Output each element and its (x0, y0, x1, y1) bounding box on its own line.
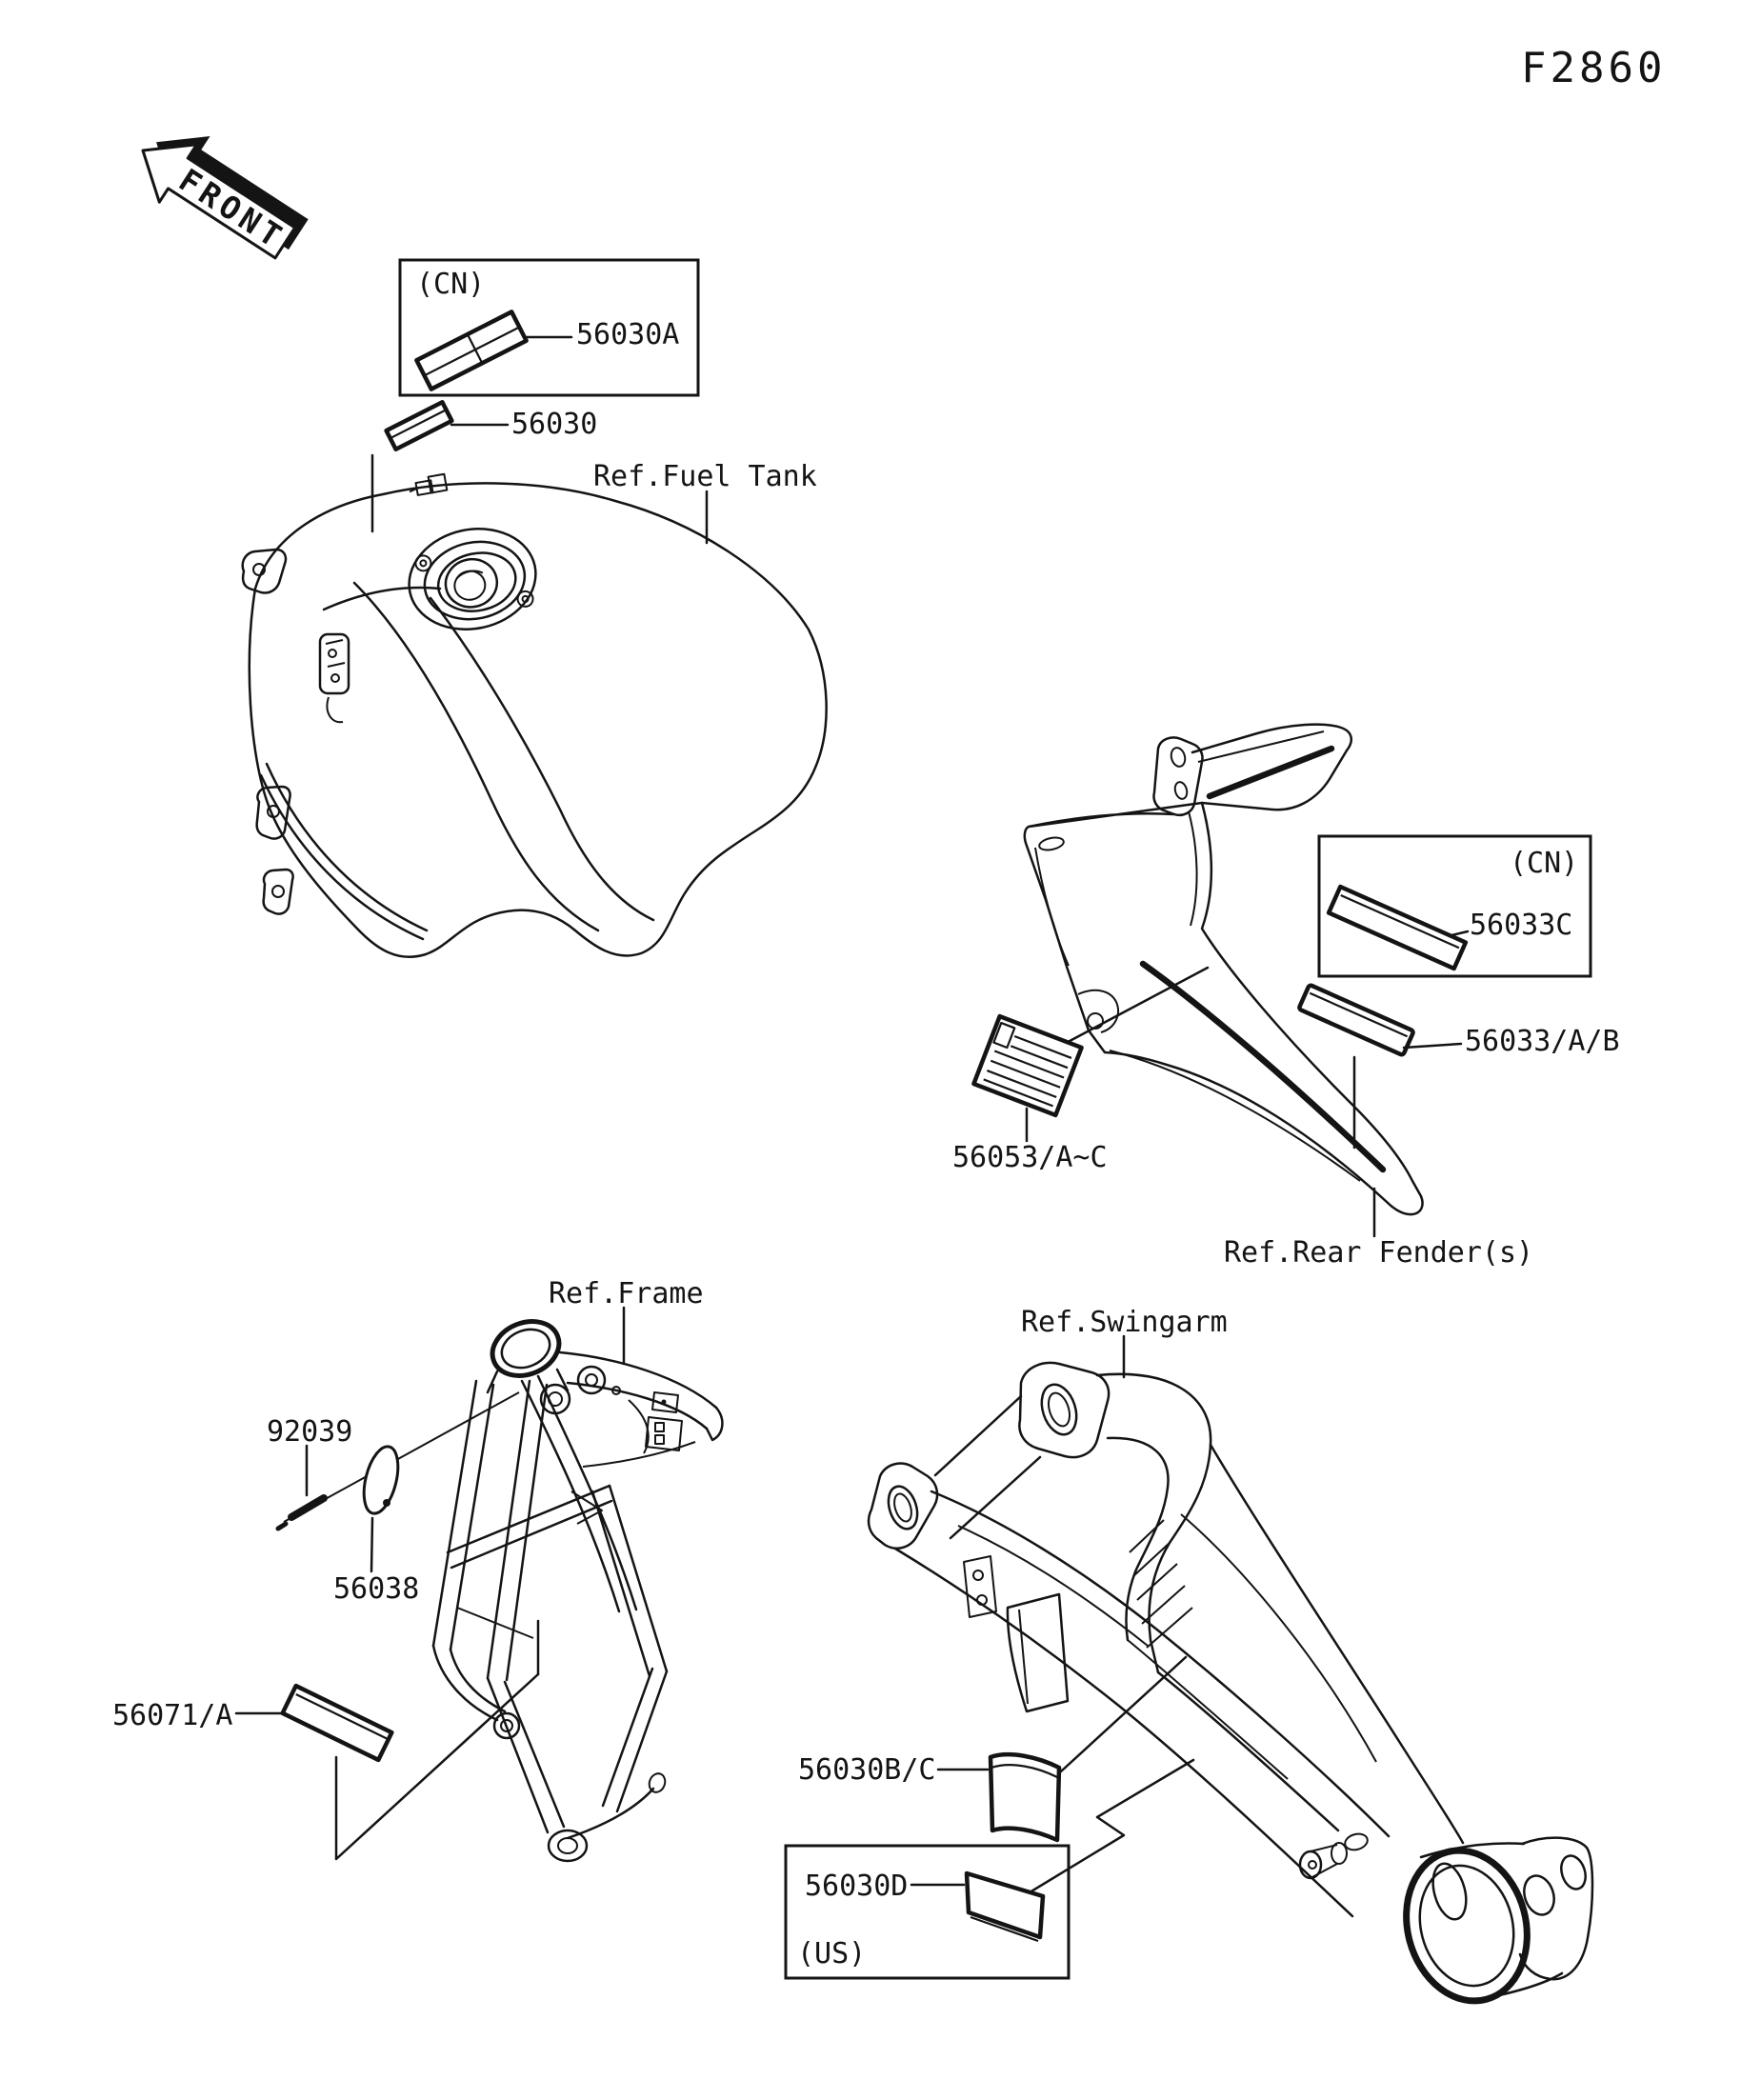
label-sticker-56030a (414, 310, 529, 391)
rear-fender-cn-box: (CN) 56033C (1317, 834, 1592, 978)
ref-fuel-tank-label: Ref.Fuel Tank (593, 460, 817, 493)
fuel-tank-drawing (241, 472, 828, 959)
label-sticker-56071a-group: 56071/A (112, 1619, 540, 1861)
part-number-56038: 56038 (333, 1572, 419, 1606)
cn-region-label-fender: (CN) (1510, 847, 1578, 880)
diagram-code: F2860 (1521, 44, 1666, 92)
part-number-56071a: 56071/A (112, 1699, 232, 1732)
frame-drawing (431, 1319, 724, 1863)
label-sticker-56030bc-group: 56030B/C (798, 1655, 1195, 1905)
rear-fender-drawing (1023, 723, 1424, 1216)
front-direction-arrow: FRONT (141, 136, 309, 260)
rivet-92039-group: 92039 (267, 1391, 520, 1531)
ref-rear-fender-label: Ref.Rear Fender(s) (1224, 1236, 1533, 1270)
us-region-label: (US) (797, 1937, 866, 1970)
part-number-56053: 56053/A~C (952, 1141, 1108, 1174)
label-sticker-56053-group: 56053/A~C (952, 966, 1210, 1174)
part-number-92039: 92039 (267, 1415, 352, 1449)
ref-swingarm-label: Ref.Swingarm (1021, 1306, 1228, 1339)
label-sticker-56033c (1326, 884, 1469, 971)
label-sticker-56030-group: 56030 (370, 399, 597, 533)
part-number-56030bc: 56030B/C (798, 1753, 936, 1787)
swingarm-drawing (867, 1361, 1594, 2005)
ref-frame-label: Ref.Frame (549, 1277, 704, 1310)
part-number-56033ab: 56033/A/B (1465, 1025, 1620, 1058)
fuel-tank-cn-box: (CN) 56030A (398, 258, 700, 397)
part-number-56030a: 56030A (576, 318, 679, 351)
label-sticker-56038-group: 56038 (333, 1445, 419, 1606)
part-number-56030: 56030 (511, 408, 597, 441)
label-sticker-56033ab-group: 56033/A/B (1297, 983, 1620, 1150)
part-number-56033c: 56033C (1470, 909, 1572, 942)
swingarm-us-box: 56030D (US) (784, 1844, 1071, 1980)
part-number-56030d: 56030D (805, 1870, 908, 1903)
cn-region-label-tank: (CN) (416, 268, 485, 301)
